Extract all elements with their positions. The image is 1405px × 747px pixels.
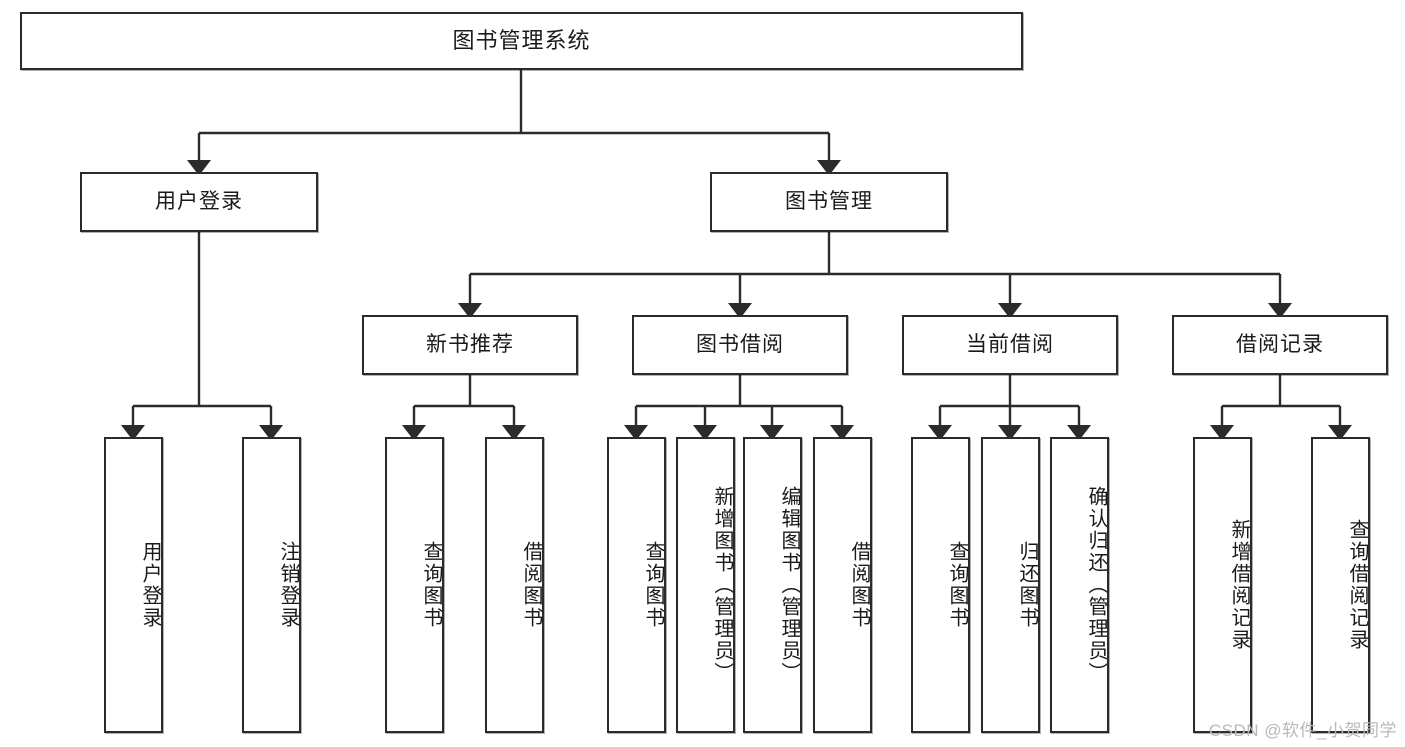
node-label: 图书管理 <box>785 190 873 214</box>
node-book-borrow[interactable]: 图书借阅 <box>632 315 848 375</box>
node-label: 图书管理系统 <box>452 27 591 53</box>
node-label: 编辑图书（管理员） <box>778 486 800 684</box>
node-label: 查询图书 <box>420 541 442 629</box>
node-book-manage[interactable]: 图书管理 <box>710 172 948 232</box>
node-root-system[interactable]: 图书管理系统 <box>20 12 1023 70</box>
node-leaf-query-book-2[interactable]: 查询图书 <box>607 437 666 733</box>
node-borrow-record[interactable]: 借阅记录 <box>1172 315 1388 375</box>
node-leaf-add-book[interactable]: 新增图书（管理员） <box>676 437 735 733</box>
node-leaf-query-book-1[interactable]: 查询图书 <box>385 437 444 733</box>
node-leaf-edit-book[interactable]: 编辑图书（管理员） <box>743 437 802 733</box>
node-label: 归还图书 <box>1016 541 1038 629</box>
node-label: 借阅记录 <box>1236 333 1324 357</box>
node-leaf-add-record[interactable]: 新增借阅记录 <box>1193 437 1252 733</box>
node-label: 用户登录 <box>139 541 161 629</box>
node-leaf-borrow-book-1[interactable]: 借阅图书 <box>485 437 544 733</box>
node-new-book-recommend[interactable]: 新书推荐 <box>362 315 578 375</box>
node-label: 新书推荐 <box>426 333 514 357</box>
node-label: 查询图书 <box>642 541 664 629</box>
node-leaf-query-book-3[interactable]: 查询图书 <box>911 437 970 733</box>
node-leaf-borrow-book-2[interactable]: 借阅图书 <box>813 437 872 733</box>
node-label: 新增图书（管理员） <box>711 486 733 684</box>
node-label: 新增借阅记录 <box>1228 519 1250 651</box>
node-label: 查询借阅记录 <box>1346 519 1368 651</box>
node-label: 借阅图书 <box>848 541 870 629</box>
node-leaf-logout[interactable]: 注销登录 <box>242 437 301 733</box>
node-user-login[interactable]: 用户登录 <box>80 172 318 232</box>
node-label: 用户登录 <box>155 190 243 214</box>
node-label: 借阅图书 <box>520 541 542 629</box>
watermark-csdn: CSDN @软件_小贺同学 <box>1208 721 1397 740</box>
node-leaf-confirm-return[interactable]: 确认归还（管理员） <box>1050 437 1109 733</box>
node-label: 图书借阅 <box>696 333 784 357</box>
node-leaf-user-login[interactable]: 用户登录 <box>104 437 163 733</box>
node-label: 当前借阅 <box>966 333 1054 357</box>
node-label: 确认归还（管理员） <box>1085 486 1107 684</box>
node-label: 查询图书 <box>946 541 968 629</box>
node-label: 注销登录 <box>277 541 299 629</box>
node-leaf-query-record[interactable]: 查询借阅记录 <box>1311 437 1370 733</box>
node-current-borrow[interactable]: 当前借阅 <box>902 315 1118 375</box>
node-leaf-return-book[interactable]: 归还图书 <box>981 437 1040 733</box>
